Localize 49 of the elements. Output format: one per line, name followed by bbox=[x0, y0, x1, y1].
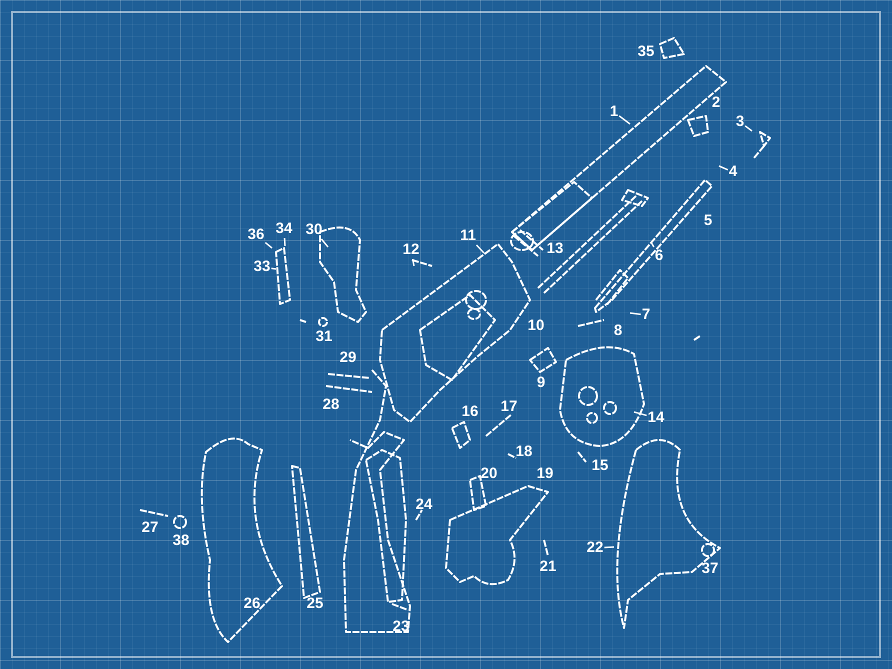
callout-number: 18 bbox=[516, 444, 532, 460]
leader-line bbox=[476, 244, 485, 254]
callout-number: 33 bbox=[254, 259, 270, 275]
callout-number: 25 bbox=[306, 596, 324, 612]
callout-number: 16 bbox=[462, 404, 478, 420]
callout-number: 7 bbox=[642, 307, 650, 323]
callout-number: 5 bbox=[704, 213, 712, 229]
callout-number: 15 bbox=[592, 458, 608, 474]
callout-number: 14 bbox=[648, 410, 664, 426]
callout-number: 2 bbox=[712, 95, 720, 111]
callout-number: 9 bbox=[536, 375, 546, 391]
callout-number: 6 bbox=[654, 248, 664, 264]
leader-line bbox=[271, 268, 276, 270]
callout-number: 4 bbox=[728, 164, 738, 180]
callout-number: 35 bbox=[638, 44, 654, 60]
leader-line bbox=[634, 411, 647, 416]
callout-number: 3 bbox=[736, 114, 744, 130]
callout-number: 8 bbox=[614, 323, 622, 339]
leader-line bbox=[744, 125, 752, 132]
callout-number: 38 bbox=[172, 533, 190, 549]
callout-number: 17 bbox=[500, 399, 518, 415]
leader-line bbox=[650, 242, 654, 248]
callout-number: 31 bbox=[316, 329, 332, 345]
leader-line bbox=[630, 312, 641, 316]
callout-number: 36 bbox=[248, 227, 264, 243]
callout-number: 19 bbox=[536, 466, 554, 482]
callout-number: 21 bbox=[540, 559, 556, 575]
callout-number: 24 bbox=[416, 497, 432, 513]
callout-number: 13 bbox=[546, 241, 564, 257]
callout-number: 26 bbox=[244, 596, 260, 612]
leader-line bbox=[618, 115, 630, 125]
leader-line bbox=[604, 546, 614, 548]
callout-number: 22 bbox=[586, 540, 604, 556]
callout-number: 20 bbox=[480, 466, 498, 482]
callout-number: 1 bbox=[610, 104, 618, 120]
leader-line bbox=[264, 242, 272, 249]
callout-number: 10 bbox=[528, 318, 544, 334]
leader-line bbox=[412, 258, 415, 266]
leader-line bbox=[284, 238, 286, 246]
callout-number: 27 bbox=[142, 520, 158, 536]
callout-number: 11 bbox=[460, 228, 476, 244]
callout-number: 12 bbox=[402, 242, 420, 258]
callout-number: 34 bbox=[276, 221, 292, 237]
leader-line bbox=[320, 238, 329, 248]
leader-line bbox=[718, 165, 728, 170]
callout-number: 23 bbox=[392, 619, 410, 635]
callout-number: 29 bbox=[340, 350, 356, 366]
callout-number: 37 bbox=[702, 561, 718, 577]
callout-number: 28 bbox=[322, 397, 340, 413]
